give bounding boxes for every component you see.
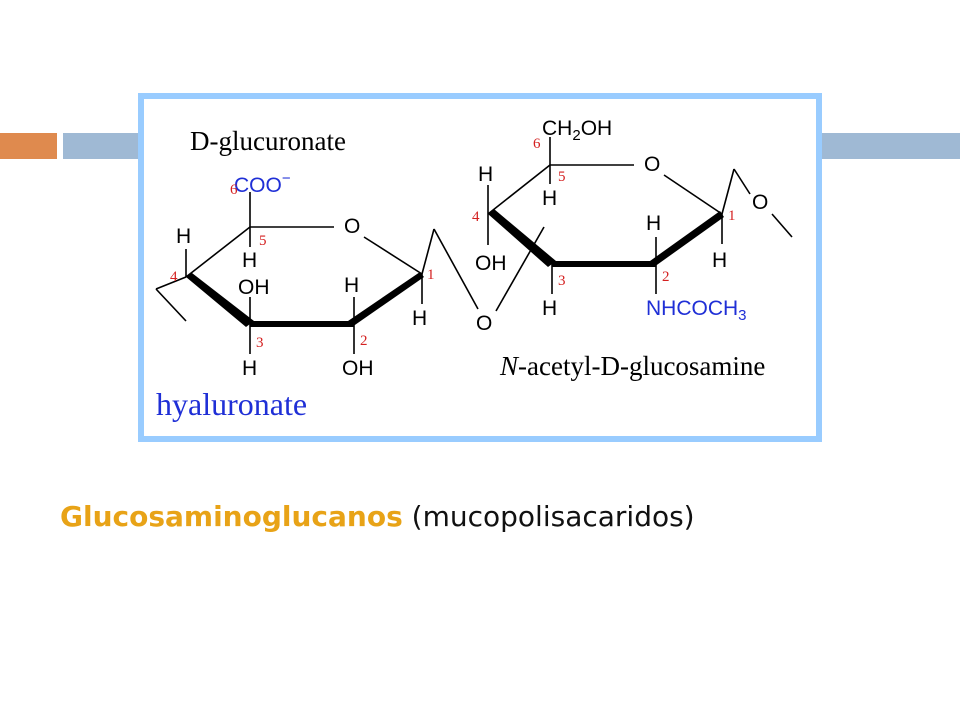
bond-o-c1-right	[663, 174, 723, 215]
caption-main-term: Glucosaminoglucanos	[60, 500, 403, 533]
polymer-name: hyaluronate	[156, 386, 307, 422]
carbon-number-4: 4	[170, 269, 178, 285]
h-c3-right: H	[542, 297, 557, 320]
glucuronate-coo: COO−	[234, 170, 291, 197]
accent-bar-orange	[0, 133, 57, 159]
h-c2-top: H	[344, 274, 359, 297]
oh-c2: OH	[342, 357, 374, 380]
exit-oxygen: O	[752, 191, 768, 214]
bond-o-c1	[363, 236, 423, 275]
carbon-number-5-right: 5	[558, 169, 566, 185]
bond-glycosidic-to-c3	[495, 226, 545, 312]
oh-c4-right: OH	[475, 252, 507, 275]
bond-to-glycosidic-o	[433, 228, 479, 310]
carbon-number-2-right: 2	[662, 269, 670, 285]
bond-c1-up-right	[721, 168, 735, 215]
carbon-number-2: 2	[360, 333, 368, 349]
carbon-number-1: 1	[427, 267, 435, 283]
nhcoch3-group: NHCOCH3	[646, 297, 747, 324]
title-glucuronate: D-glucuronate	[190, 126, 346, 156]
ring-oxygen-left: O	[344, 215, 360, 238]
wedge-c4-c3-right	[488, 209, 556, 267]
slide-caption: Glucosaminoglucanos (mucopolisacaridos)	[60, 500, 695, 533]
h-c3: H	[242, 357, 257, 380]
caption-subtitle: (mucopolisacaridos)	[402, 500, 695, 533]
carbon-number-3-right: 3	[558, 273, 566, 289]
h-c2-top-right: H	[646, 212, 661, 235]
oh-c4: OH	[238, 276, 270, 299]
bond-to-exit-o	[733, 168, 751, 195]
carbon-number-5: 5	[259, 233, 267, 249]
h-c1-right: H	[712, 249, 727, 272]
ring-oxygen-right: O	[644, 153, 660, 176]
h-c4: H	[176, 225, 191, 248]
title-glucosamine: N-acetyl-D-glucosamine	[499, 351, 765, 381]
carbon-number-4-right: 4	[472, 209, 480, 225]
bond-exit-tail	[771, 213, 793, 238]
h-c4-right: H	[478, 163, 493, 186]
bond-c4-left-lower	[155, 288, 187, 322]
carbon-number-6-right: 6	[533, 136, 541, 152]
carbon-number-1-right: 1	[728, 208, 736, 224]
bond-c4-c5-right	[487, 164, 551, 215]
bond-c4-left	[155, 276, 187, 290]
ch2oh-group: CH2OH	[542, 117, 612, 144]
bond-c4-c5	[185, 226, 251, 278]
structure-diagram: D-glucuronate COO− 6 O H 5 H 4 OH H 1 H …	[155, 117, 793, 422]
hyaluronate-figure: D-glucuronate COO− 6 O H 5 H 4 OH H 1 H …	[138, 93, 822, 442]
h-c1-bottom: H	[412, 307, 427, 330]
bond-c1-up	[421, 228, 435, 275]
wedge-c4-c3	[186, 273, 254, 327]
carbon-number-6: 6	[230, 182, 238, 198]
accent-bar-blue-left	[63, 133, 143, 159]
h-c5: H	[242, 249, 257, 272]
accent-bar-blue-right	[818, 133, 960, 159]
wedge-c2-c1-right	[650, 211, 724, 267]
wedge-c2-c1	[348, 272, 424, 327]
carbon-number-3: 3	[256, 335, 264, 351]
glycosidic-oxygen: O	[476, 312, 492, 335]
h-c5-right: H	[542, 187, 557, 210]
